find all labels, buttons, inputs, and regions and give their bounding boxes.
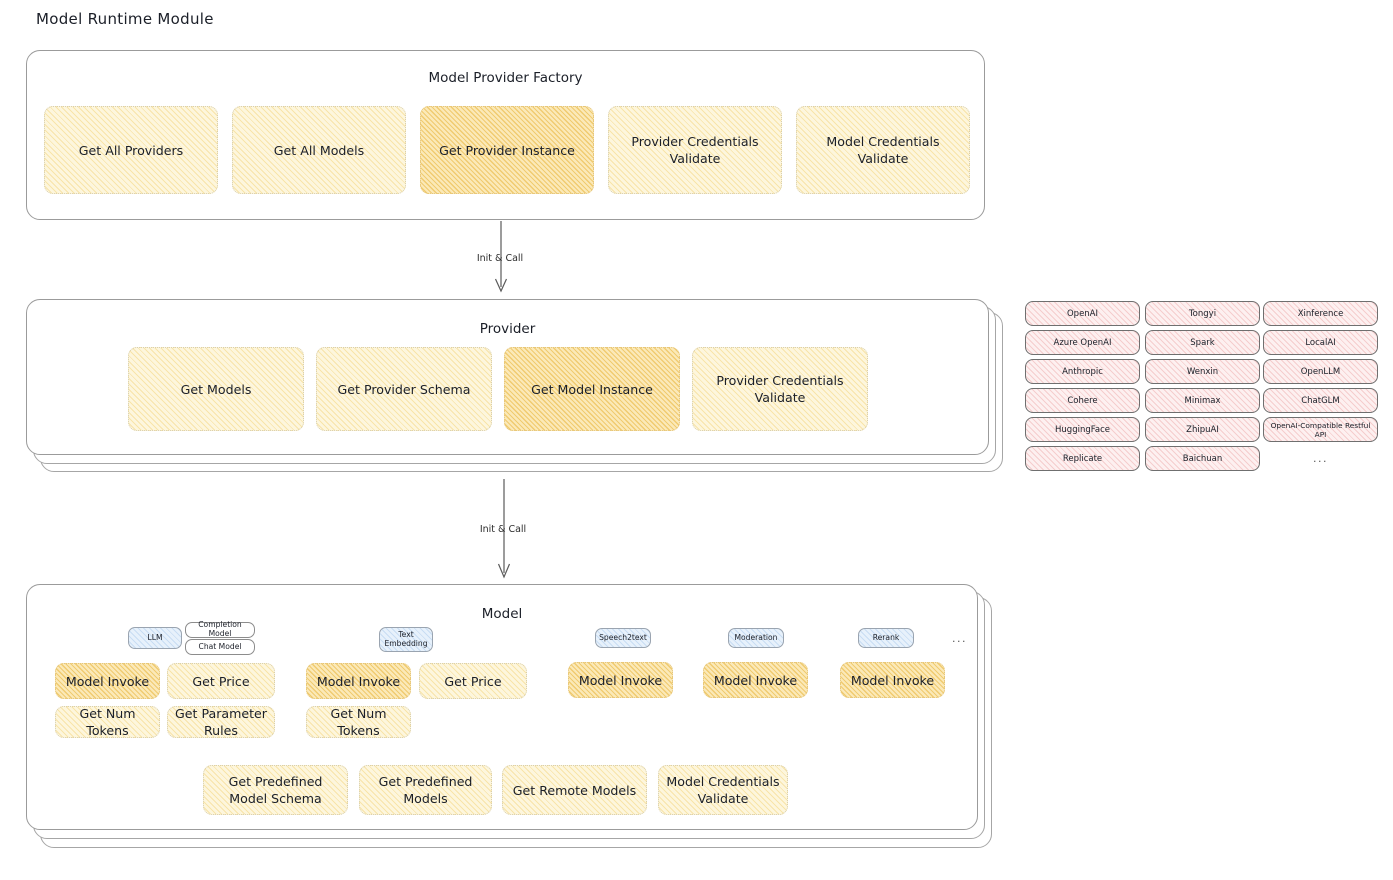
factory-box-get-all-models[interactable]: Get All Models xyxy=(232,106,406,194)
provider-chip-wenxin[interactable]: Wenxin xyxy=(1145,359,1260,384)
model-type-badge-rerank[interactable]: Rerank xyxy=(858,628,914,648)
model-method-llm-get-parameter-rules[interactable]: Get Parameter Rules xyxy=(167,706,275,738)
model-method-speech2text-model-invoke[interactable]: Model Invoke xyxy=(568,662,673,698)
model-method-text-embedding-get-num-tokens[interactable]: Get Num Tokens xyxy=(306,706,411,738)
provider-chip-baichuan[interactable]: Baichuan xyxy=(1145,446,1260,471)
model-type-badge-llm[interactable]: LLM xyxy=(128,627,182,649)
provider-chip-minimax[interactable]: Minimax xyxy=(1145,388,1260,413)
provider-title: Provider xyxy=(479,321,536,337)
provider-chip-huggingface[interactable]: HuggingFace xyxy=(1025,417,1140,442)
arrow-provider-to-model xyxy=(497,479,511,579)
provider-chip-zhipuai[interactable]: ZhipuAI xyxy=(1145,417,1260,442)
provider-box-get-models[interactable]: Get Models xyxy=(128,347,304,431)
provider-chip-localai[interactable]: LocalAI xyxy=(1263,330,1378,355)
model-common-method-get-predefined-models[interactable]: Get Predefined Models xyxy=(359,765,492,815)
provider-chip-openai-compatible-restful-api[interactable]: OpenAI-Compatible Restful API xyxy=(1263,417,1378,442)
model-type-badge-speech2text[interactable]: Speech2text xyxy=(595,628,651,648)
provider-chip-cohere[interactable]: Cohere xyxy=(1025,388,1140,413)
model-common-method-get-remote-models[interactable]: Get Remote Models xyxy=(502,765,647,815)
provider-chip-spark[interactable]: Spark xyxy=(1145,330,1260,355)
factory-box-get-provider-instance[interactable]: Get Provider Instance xyxy=(420,106,594,194)
factory-box-provider-credentials-validate[interactable]: Provider Credentials Validate xyxy=(608,106,782,194)
model-common-method-model-credentials-validate[interactable]: Model Credentials Validate xyxy=(658,765,788,815)
provider-chip-xinference[interactable]: Xinference xyxy=(1263,301,1378,326)
provider-box-get-model-instance[interactable]: Get Model Instance xyxy=(504,347,680,431)
provider-chip-openai[interactable]: OpenAI xyxy=(1025,301,1140,326)
page-title: Model Runtime Module xyxy=(36,10,214,28)
arrow-label-init-call-1: Init & Call xyxy=(476,253,524,264)
provider-box-provider-credentials-validate[interactable]: Provider Credentials Validate xyxy=(692,347,868,431)
arrow-label-init-call-2: Init & Call xyxy=(479,524,527,535)
model-method-text-embedding-model-invoke[interactable]: Model Invoke xyxy=(306,663,411,699)
provider-list-more: ... xyxy=(1313,452,1328,465)
provider-chip-chatglm[interactable]: ChatGLM xyxy=(1263,388,1378,413)
provider-chip-anthropic[interactable]: Anthropic xyxy=(1025,359,1140,384)
provider-box-get-provider-schema[interactable]: Get Provider Schema xyxy=(316,347,492,431)
provider-chip-openllm[interactable]: OpenLLM xyxy=(1263,359,1378,384)
model-method-llm-model-invoke[interactable]: Model Invoke xyxy=(55,663,160,699)
model-method-llm-get-num-tokens[interactable]: Get Num Tokens xyxy=(55,706,160,738)
model-subtype-badge-chat-model[interactable]: Chat Model xyxy=(185,639,255,655)
model-types-more: ... xyxy=(952,632,967,645)
factory-box-model-credentials-validate[interactable]: Model Credentials Validate xyxy=(796,106,970,194)
provider-chip-tongyi[interactable]: Tongyi xyxy=(1145,301,1260,326)
model-subtype-badge-completion-model[interactable]: Completion Model xyxy=(185,620,255,638)
model-method-text-embedding-get-price[interactable]: Get Price xyxy=(419,663,527,699)
model-type-badge-text-embedding[interactable]: Text Embedding xyxy=(379,627,433,652)
provider-chip-azure-openai[interactable]: Azure OpenAI xyxy=(1025,330,1140,355)
model-title: Model xyxy=(481,606,523,622)
model-common-method-get-predefined-model-schema[interactable]: Get Predefined Model Schema xyxy=(203,765,348,815)
factory-box-get-all-providers[interactable]: Get All Providers xyxy=(44,106,218,194)
model-method-moderation-model-invoke[interactable]: Model Invoke xyxy=(703,662,808,698)
arrow-factory-to-provider xyxy=(494,221,508,295)
model-provider-factory-title: Model Provider Factory xyxy=(428,70,583,86)
model-method-llm-get-price[interactable]: Get Price xyxy=(167,663,275,699)
model-method-rerank-model-invoke[interactable]: Model Invoke xyxy=(840,662,945,698)
provider-chip-replicate[interactable]: Replicate xyxy=(1025,446,1140,471)
model-type-badge-moderation[interactable]: Moderation xyxy=(728,628,784,648)
